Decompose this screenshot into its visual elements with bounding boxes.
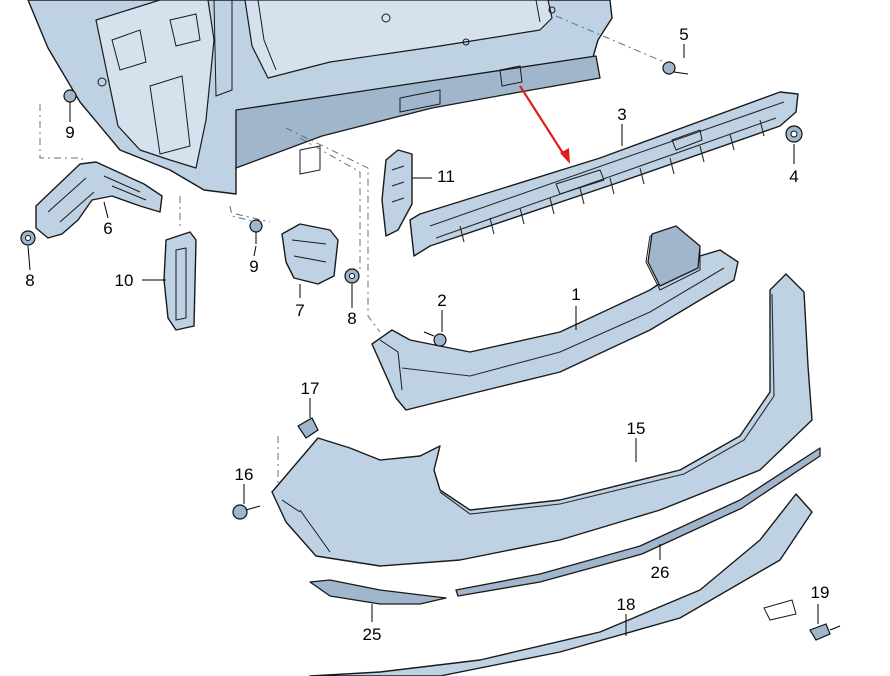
rear-body-panel bbox=[27, 0, 613, 195]
part-11-bracket bbox=[381, 149, 413, 237]
part-3-impact-absorber bbox=[409, 91, 799, 257]
callout-9-center: 9 bbox=[249, 257, 258, 276]
clip-19 bbox=[809, 623, 841, 641]
part-1-bumper-carrier bbox=[371, 225, 739, 411]
callout-8-center: 8 bbox=[347, 309, 356, 328]
part-10-spacer bbox=[163, 231, 197, 331]
callout-15: 15 bbox=[627, 419, 646, 438]
callout-2: 2 bbox=[437, 291, 446, 310]
callout-5: 5 bbox=[679, 25, 688, 44]
callout-19: 19 bbox=[811, 583, 830, 602]
callout-26: 26 bbox=[651, 563, 670, 582]
nut-8-center bbox=[344, 268, 360, 284]
callout-1: 1 bbox=[571, 285, 580, 304]
callout-17: 17 bbox=[301, 379, 320, 398]
callout-18: 18 bbox=[617, 595, 636, 614]
callout-9-left: 9 bbox=[65, 123, 74, 142]
bolt-2 bbox=[423, 331, 447, 347]
bolt-5 bbox=[662, 61, 689, 75]
red-pointer-arrow bbox=[519, 85, 570, 164]
bolt-9-center bbox=[249, 219, 263, 244]
part-18-diffuser bbox=[309, 493, 813, 676]
nut-4 bbox=[785, 125, 803, 143]
callout-25: 25 bbox=[363, 625, 382, 644]
part-25-trim-strip bbox=[309, 579, 447, 605]
bolt-16 bbox=[232, 504, 261, 520]
callout-4: 4 bbox=[789, 167, 798, 186]
part-15-bumper-cover bbox=[271, 273, 813, 567]
callout-7: 7 bbox=[295, 301, 304, 320]
part-7-guide-bracket bbox=[281, 223, 339, 285]
part-26-lower-trim bbox=[455, 447, 821, 597]
callout-16: 16 bbox=[235, 465, 254, 484]
leader-lines bbox=[27, 44, 819, 636]
part-6-side-bracket bbox=[35, 161, 163, 239]
callout-3: 3 bbox=[617, 105, 626, 124]
callout-11: 11 bbox=[437, 167, 455, 186]
callout-8-left: 8 bbox=[25, 271, 34, 290]
nut-8-left bbox=[20, 230, 36, 246]
callout-labels: 1 2 3 4 5 6 7 8 8 9 9 10 11 15 16 17 18 … bbox=[25, 25, 829, 644]
fasteners bbox=[20, 61, 841, 641]
callout-6: 6 bbox=[103, 219, 112, 238]
bolt-9-left bbox=[63, 89, 77, 112]
clip-17 bbox=[297, 417, 319, 439]
callout-10: 10 bbox=[115, 271, 134, 290]
